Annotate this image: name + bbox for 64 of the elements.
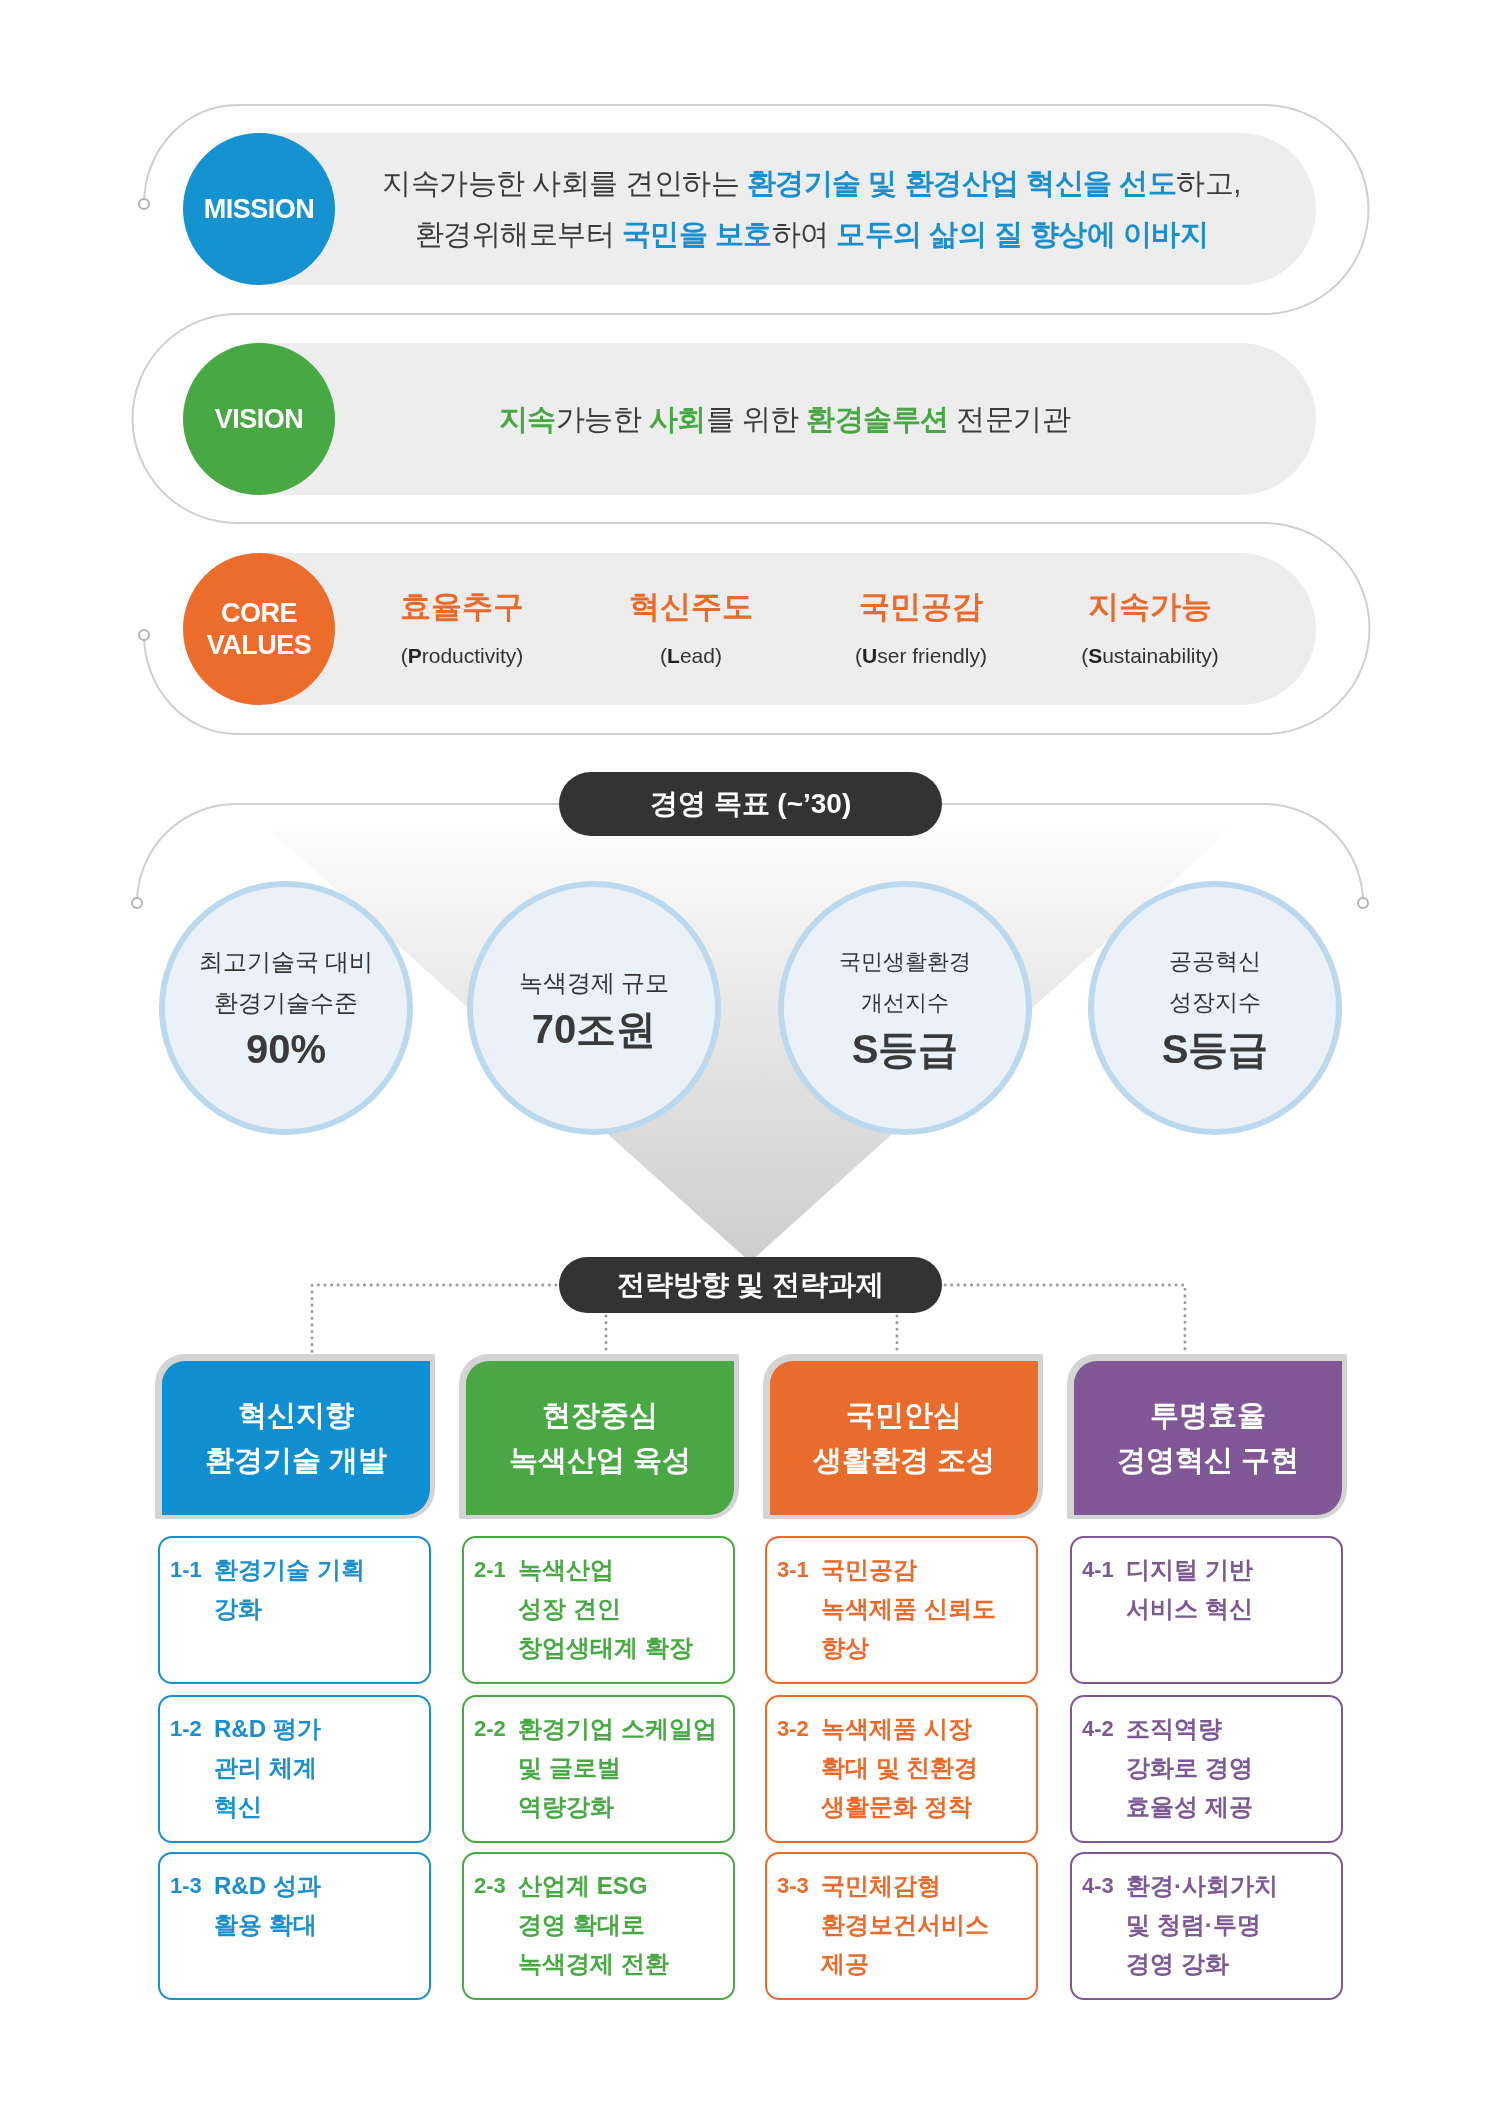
statement-text: 지속가능한 사회를 견인하는 환경기술 및 환경산업 혁신을 선도하고, 환경위해로부터 국민을 보호하여 모두의 삶의 질 향상에 이바지	[382, 166, 1241, 252]
category-box: 투명효율 경영혁신 구현	[1067, 1354, 1347, 1519]
heading-circle: CORE VALUES	[183, 553, 335, 705]
category-box: 혁신지향 환경기술 개발	[155, 1354, 435, 1519]
task-number: 4-2	[1082, 1715, 1114, 1743]
task-text: 환경기술 기획 강화	[214, 1555, 366, 1624]
task-box	[462, 1695, 735, 1843]
goal-label: 국민생활환경 개선지수	[839, 948, 971, 1017]
value-title: 혁신주도	[628, 588, 754, 626]
heading-circle: MISSION	[183, 133, 335, 285]
task-box	[765, 1536, 1038, 1684]
task-number: 4-1	[1082, 1556, 1114, 1584]
task-box	[765, 1852, 1038, 2000]
heading-circle: VISION	[183, 343, 335, 495]
goal-label: 녹색경제 규모	[518, 967, 670, 998]
task-number: 4-3	[1082, 1872, 1114, 1900]
task-text: 국민체감형 환경보건서비스 제공	[821, 1871, 990, 1979]
category-box: 현장중심 녹색산업 육성	[459, 1354, 739, 1519]
task-text: R&D 평가 관리 체계 혁신	[214, 1714, 322, 1822]
task-number: 3-3	[777, 1872, 809, 1900]
goal-value: S등급	[851, 1026, 959, 1073]
task-box	[1070, 1695, 1343, 1843]
task-text: 산업계 ESG 경영 확대로 녹색경제 전환	[518, 1871, 670, 1979]
value-title: 효율추구	[399, 588, 525, 626]
category-box: 국민안심 생활환경 조성	[763, 1354, 1043, 1519]
goal-value: 90%	[245, 1026, 327, 1073]
value-subtitle: (User friendly)	[854, 643, 988, 669]
task-box	[158, 1695, 431, 1843]
task-number: 2-1	[474, 1556, 506, 1584]
task-text: 환경·사회가치 및 청렴·투명 경영 강화	[1126, 1871, 1279, 1979]
task-number: 1-3	[170, 1872, 202, 1900]
task-text: 조직역량 강화로 경영 효율성 제공	[1126, 1714, 1254, 1822]
goal-value: S등급	[1161, 1026, 1269, 1073]
task-box	[462, 1852, 735, 2000]
task-number: 3-2	[777, 1715, 809, 1743]
task-text: 환경기업 스케일업 및 글로벌 역량강화	[518, 1714, 718, 1822]
task-box	[158, 1536, 431, 1684]
value-subtitle: (Lead)	[659, 643, 723, 669]
value-title: 국민공감	[858, 588, 984, 626]
connector-line	[310, 1283, 558, 1355]
task-text: 녹색산업 성장 견인 창업생태계 확장	[518, 1555, 694, 1663]
task-text: 디지털 기반 서비스 혁신	[1126, 1555, 1254, 1624]
task-text: 국민공감 녹색제품 신뢰도 향상	[821, 1555, 997, 1663]
task-number: 1-2	[170, 1715, 202, 1743]
value-subtitle: (Productivity)	[399, 643, 525, 669]
goal-label: 최고기술국 대비 환경기술수준	[198, 947, 374, 1018]
task-box	[158, 1852, 431, 2000]
task-text: 녹색제품 시장 확대 및 친환경 생활문화 정착	[821, 1714, 980, 1822]
task-box	[1070, 1536, 1343, 1684]
task-number: 2-2	[474, 1715, 506, 1743]
task-number: 3-1	[777, 1556, 809, 1584]
statement-text: 지속가능한 사회를 위한 환경솔루션 전문기관	[498, 401, 1071, 437]
heading-pill: 경영 목표 (~’30)	[559, 772, 942, 836]
value-title: 지속가능	[1087, 588, 1213, 626]
task-box	[1070, 1852, 1343, 2000]
task-box	[462, 1536, 735, 1684]
heading-pill: 전략방향 및 전략과제	[559, 1257, 942, 1313]
value-subtitle: (Sustainability)	[1080, 643, 1220, 669]
goal-value: 70조원	[531, 1005, 657, 1053]
task-number: 1-1	[170, 1556, 202, 1584]
goal-label: 공공혁신 성장지수	[1169, 947, 1261, 1017]
task-text: R&D 성과 활용 확대	[214, 1871, 322, 1940]
task-number: 2-3	[474, 1872, 506, 1900]
task-box	[765, 1695, 1038, 1843]
